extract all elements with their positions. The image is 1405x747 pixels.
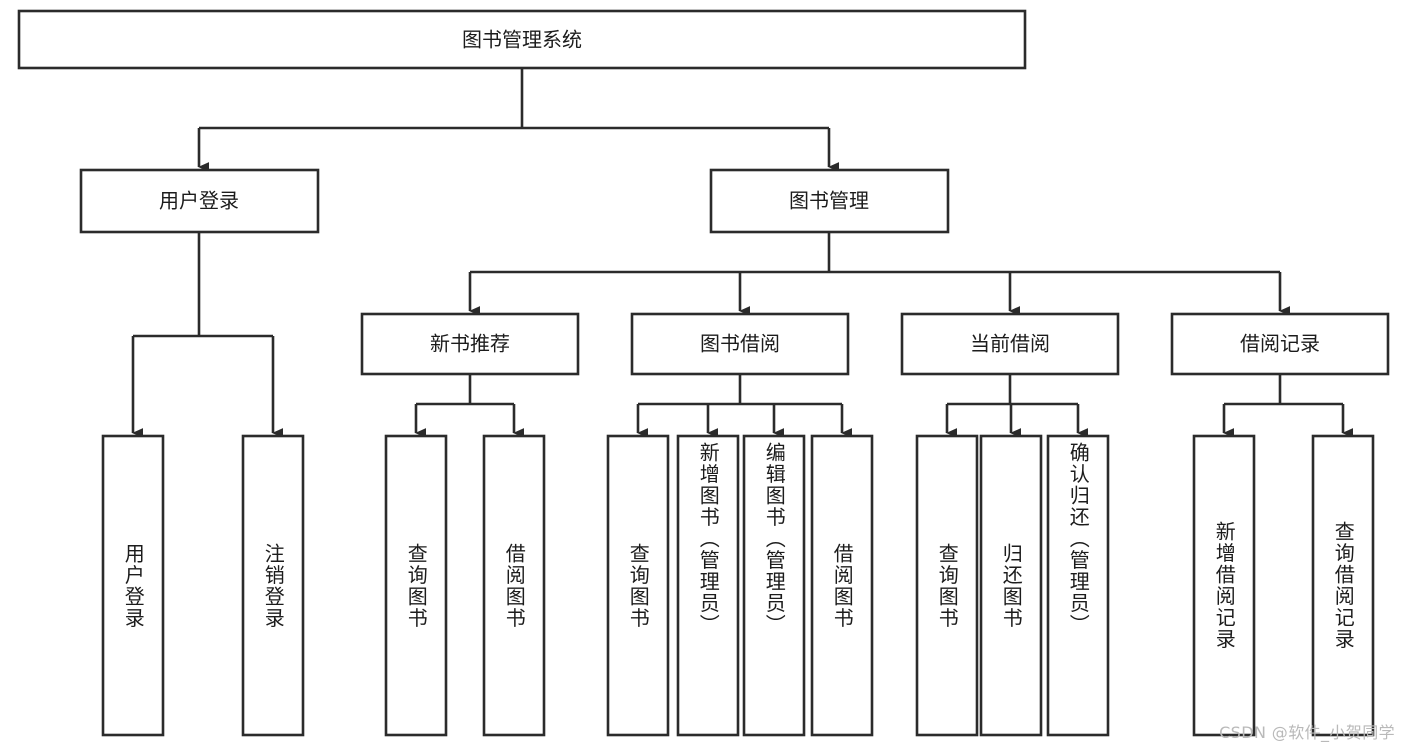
leaf-borrow-book-2-box[interactable]	[810, 434, 874, 737]
node-root-box[interactable]	[17, 9, 1027, 70]
watermark-text: CSDN @软件_小贺同学	[1219, 723, 1395, 742]
node-book-manage-label: 图书管理	[789, 189, 869, 213]
leaf-add-record-box[interactable]	[1192, 434, 1256, 737]
node-label-group: 图书管理系统 用户登录 图书管理 新书推荐 图书借阅 当前借阅 借阅记录	[159, 28, 1320, 356]
node-book-borrow-box[interactable]	[630, 312, 850, 376]
node-book-borrow-label: 图书借阅	[700, 332, 780, 356]
node-new-book-rec-box[interactable]	[360, 312, 580, 376]
leaf-edit-book-box[interactable]	[742, 434, 806, 737]
leaf-user-logout-box[interactable]	[241, 434, 305, 737]
connector-group	[131, 68, 1354, 438]
node-book-manage-box[interactable]	[709, 168, 950, 234]
leaf-add-book-box[interactable]	[676, 434, 740, 737]
leaf-query-book-1-box[interactable]	[384, 434, 448, 737]
node-root-label: 图书管理系统	[462, 28, 582, 52]
node-new-book-rec-label: 新书推荐	[430, 332, 510, 356]
leaf-confirm-return-box[interactable]	[1046, 434, 1110, 737]
leaf-query-book-2-box[interactable]	[606, 434, 670, 737]
node-borrow-record-box[interactable]	[1170, 312, 1390, 376]
node-user-login-label: 用户登录	[159, 189, 239, 213]
node-current-borrow-label: 当前借阅	[970, 332, 1050, 356]
node-box-group	[17, 9, 1390, 737]
leaf-query-book-3-box[interactable]	[915, 434, 979, 737]
leaf-query-record-box[interactable]	[1311, 434, 1375, 737]
node-user-login-box[interactable]	[79, 168, 320, 234]
leaf-borrow-book-1-box[interactable]	[482, 434, 546, 737]
leaf-return-book-box[interactable]	[979, 434, 1043, 737]
node-borrow-record-label: 借阅记录	[1240, 332, 1320, 356]
leaf-user-login-box[interactable]	[101, 434, 165, 737]
node-current-borrow-box[interactable]	[900, 312, 1120, 376]
